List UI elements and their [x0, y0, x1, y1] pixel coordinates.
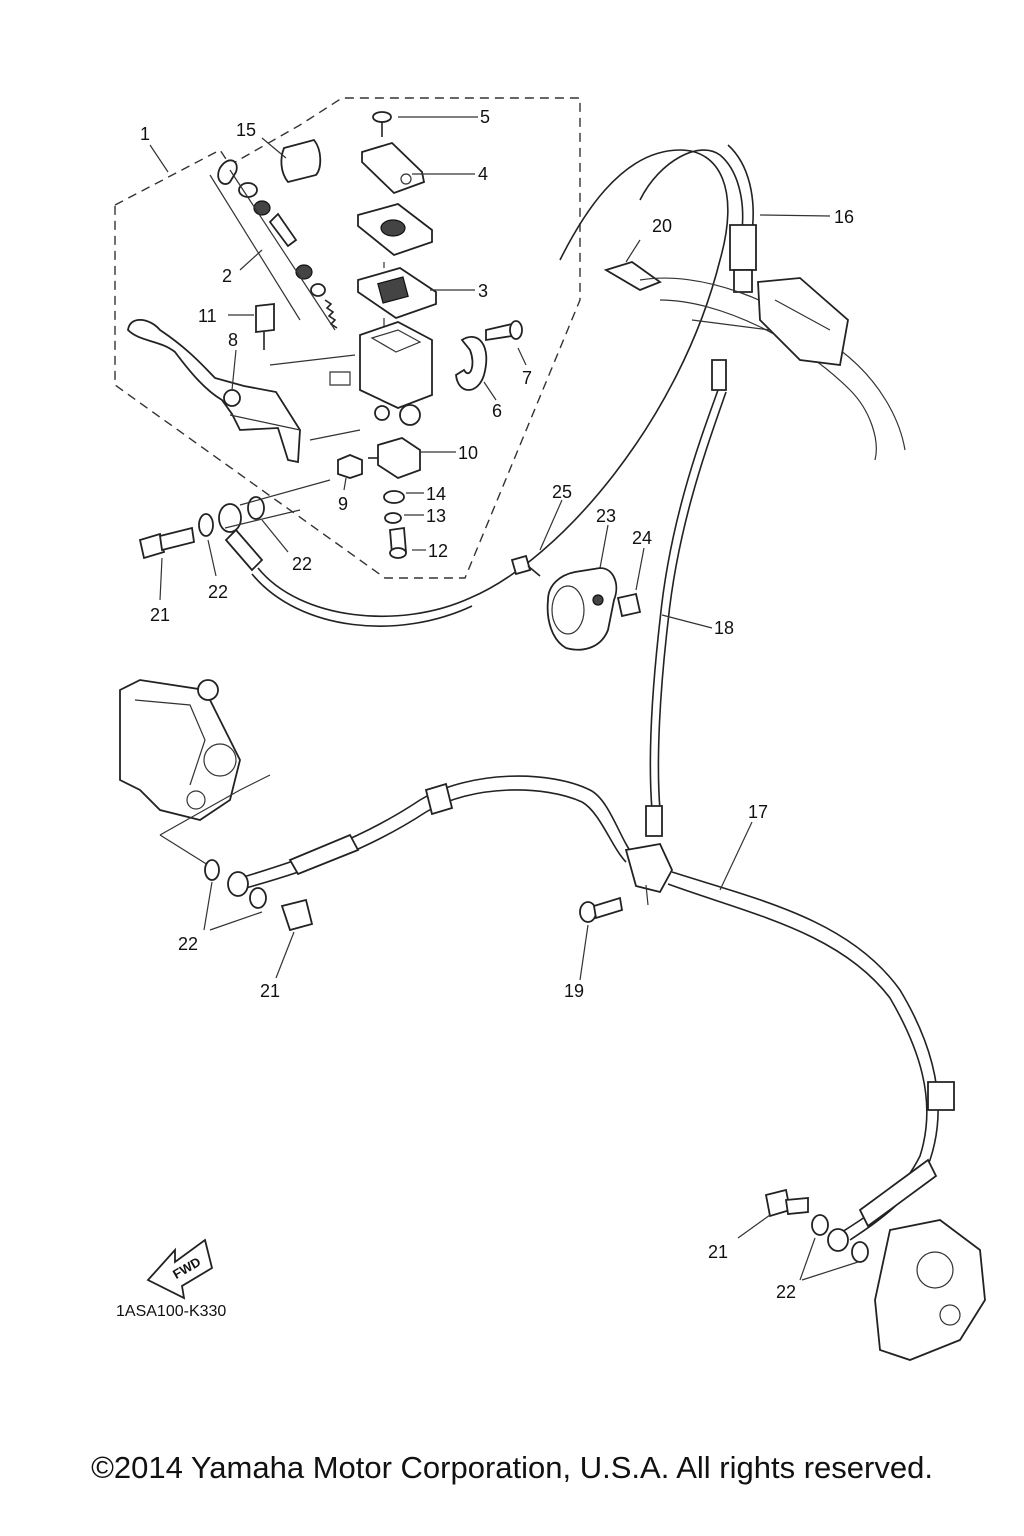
callout-16: 16 — [834, 207, 854, 227]
callout-13: 13 — [426, 506, 446, 526]
brake-pipe-18 — [649, 389, 719, 811]
washer-22-c — [204, 859, 220, 881]
callout-20: 20 — [652, 216, 672, 236]
clamp-6 — [455, 336, 488, 391]
screw-12 — [389, 526, 407, 559]
washer-14 — [383, 490, 405, 504]
callout-22-c: 22 — [178, 934, 198, 954]
callout-7: 7 — [522, 368, 532, 388]
piston-kit-2 — [209, 159, 338, 331]
bolt-19 — [579, 896, 624, 923]
banjo-fitting-upper — [218, 503, 242, 533]
washer-22-f — [851, 1241, 869, 1263]
diagram-code: 1ASA100-K330 — [116, 1303, 226, 1320]
banjo-bolt-21-upper — [138, 526, 196, 560]
callout-6: 6 — [492, 401, 502, 421]
screw-5 — [372, 111, 392, 137]
washer-22-b — [247, 496, 265, 520]
callout-9: 9 — [338, 494, 348, 514]
master-cylinder-assembly — [127, 111, 527, 559]
cylinder-body — [359, 321, 433, 409]
callout-22-d: 22 — [776, 1282, 796, 1302]
nut-9 — [337, 454, 363, 479]
front-hose-assembly — [203, 775, 955, 1241]
left-caliper — [119, 679, 271, 866]
callout-5: 5 — [480, 107, 490, 127]
brake-lever-8 — [127, 318, 301, 464]
washer-22-e — [811, 1214, 829, 1236]
callout-21-c: 21 — [708, 1242, 728, 1262]
screw-25 — [510, 554, 541, 577]
banjo-fitting-left — [227, 871, 249, 897]
callout-3: 3 — [478, 281, 488, 301]
callout-15: 15 — [236, 120, 256, 140]
washer-22-a — [198, 513, 214, 537]
callout-10: 10 — [458, 443, 478, 463]
callout-4: 4 — [478, 164, 488, 184]
tee-joint — [624, 842, 674, 894]
callout-25: 25 — [552, 482, 572, 502]
callout-21-a: 21 — [150, 605, 170, 625]
copyright-notice: ©2014 Yamaha Motor Corporation, U.S.A. A… — [91, 1450, 933, 1485]
upper-banjo-connection — [138, 149, 729, 627]
reservoir-cap-4 — [361, 141, 426, 195]
callout-2: 2 — [222, 266, 232, 286]
washer-22-d — [249, 887, 267, 909]
fwd-arrow-icon: FWD — [146, 1238, 214, 1300]
callout-24: 24 — [632, 528, 652, 548]
lock-washer-13 — [384, 512, 402, 524]
brake-switch-assembly — [510, 499, 645, 651]
handlebar-hose-area — [603, 144, 906, 837]
switch-housing-23 — [546, 567, 618, 651]
callout-23: 23 — [596, 506, 616, 526]
callout-12: 12 — [428, 541, 448, 561]
bolt-7 — [485, 320, 523, 342]
right-caliper — [737, 1188, 986, 1361]
boot-15 — [280, 138, 322, 184]
brake-switch-10 — [377, 437, 421, 479]
banjo-fitting-right — [827, 1228, 849, 1252]
callout-11: 11 — [198, 306, 217, 326]
pivot-bolt-11 — [255, 302, 275, 350]
callout-21-b: 21 — [260, 981, 280, 1001]
callout-18: 18 — [714, 618, 734, 638]
callout-8: 8 — [228, 330, 238, 350]
callout-22-a: 22 — [292, 554, 312, 574]
callout-17: 17 — [748, 802, 768, 822]
callout-19: 19 — [564, 981, 584, 1001]
connector-24 — [616, 592, 642, 618]
callout-22-b: 22 — [208, 582, 228, 602]
bracket-20 — [603, 261, 662, 291]
banjo-bolt-21-left — [280, 898, 314, 932]
hose-16 — [639, 149, 744, 231]
banjo-bolt-21-right — [764, 1188, 809, 1218]
callout-14: 14 — [426, 484, 446, 504]
callout-1: 1 — [140, 124, 150, 144]
